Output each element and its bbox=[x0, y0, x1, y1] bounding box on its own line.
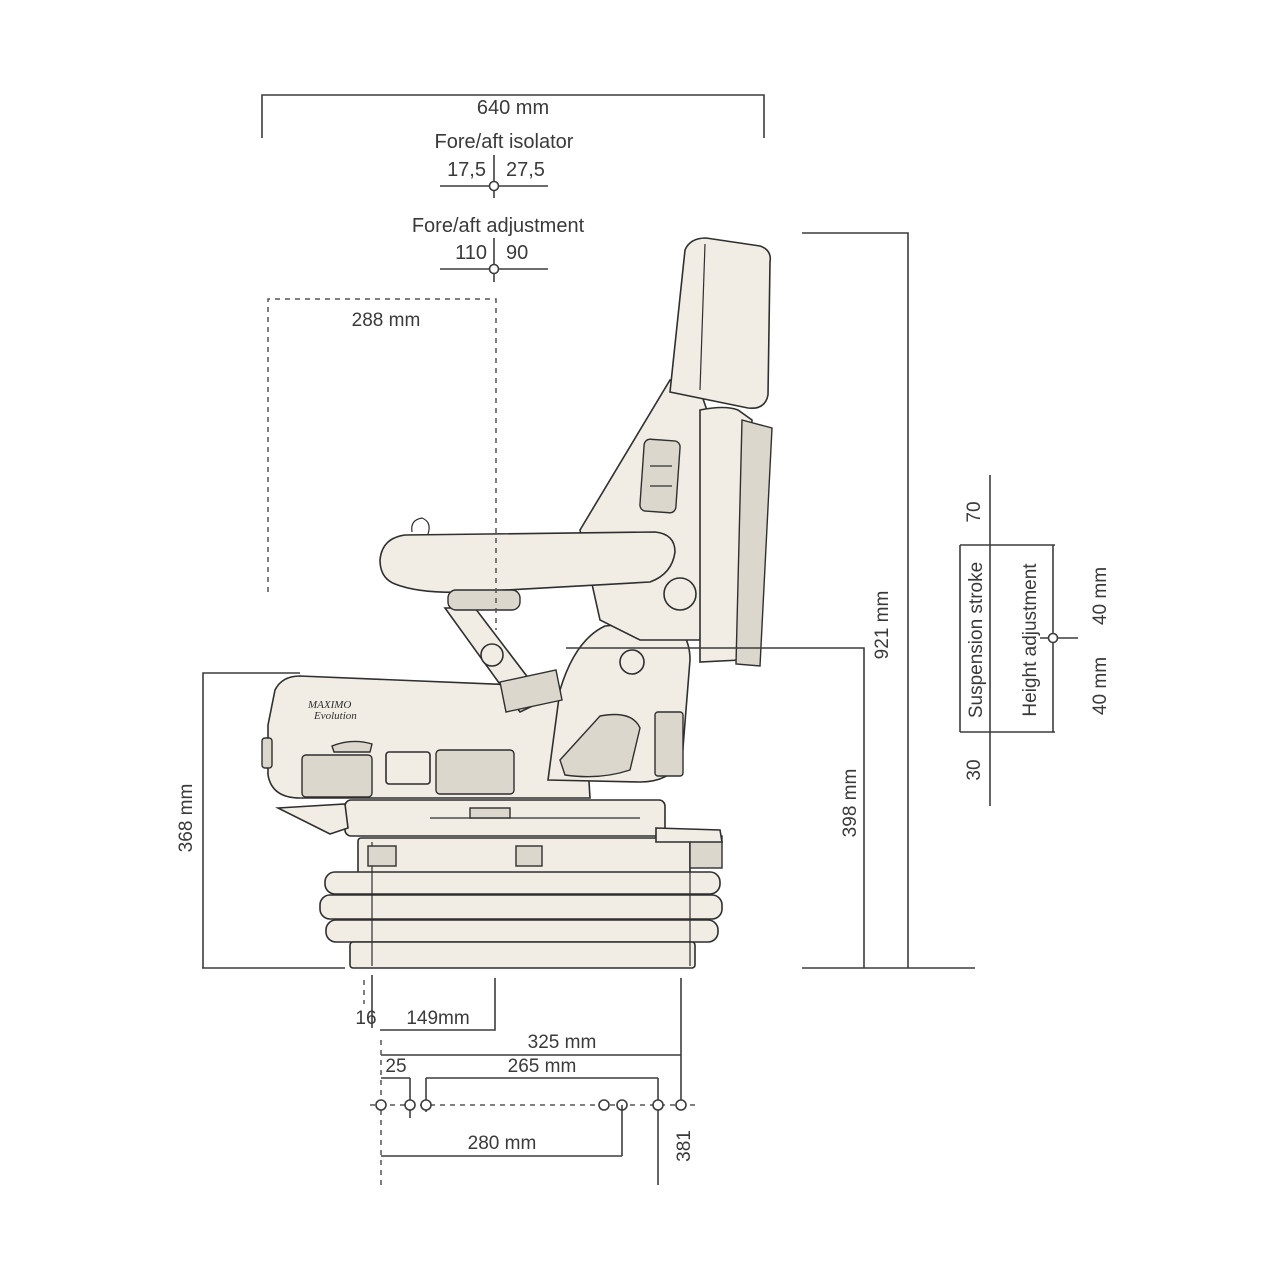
stroke-bottom-label: 30 bbox=[964, 759, 985, 780]
total-height-label: 921 mm bbox=[872, 591, 893, 660]
suspension-bellows bbox=[319, 835, 723, 969]
seat-illustration: MAXIMO Evolution bbox=[261, 237, 773, 969]
adjustment-title: Fore/aft adjustment bbox=[412, 215, 585, 237]
isolator-right: 27,5 bbox=[506, 159, 545, 181]
offset-149-label: 149mm bbox=[406, 1008, 469, 1029]
scissor-arm bbox=[443, 607, 563, 714]
slide-rail bbox=[274, 799, 723, 843]
height-adjustment-dimension: Height adjustment 40 mm 40 mm bbox=[1020, 545, 1111, 732]
adjustment-right: 90 bbox=[506, 242, 528, 264]
base-width-dimension: 325 mm bbox=[381, 978, 682, 1110]
base-265-label: 265 mm bbox=[508, 1056, 577, 1077]
base-325-label: 325 mm bbox=[528, 1032, 597, 1053]
suspension-stroke-dimension: 70 30 Suspension stroke bbox=[959, 475, 1055, 806]
base-280-label: 280 mm bbox=[468, 1133, 537, 1154]
isolator-left: 17,5 bbox=[447, 159, 486, 181]
adjustment-left: 110 bbox=[455, 242, 487, 264]
adjust-down-label: 40 mm bbox=[1090, 657, 1111, 715]
seat-height-label: 398 mm bbox=[840, 769, 861, 838]
logo-evolution: Evolution bbox=[313, 710, 357, 722]
seat-height-dimension: 398 mm bbox=[566, 647, 865, 968]
offset-dimensions: 16 149mm bbox=[355, 975, 496, 1031]
armrest bbox=[379, 517, 676, 611]
height-adjustment-label: Height adjustment bbox=[1020, 563, 1041, 717]
armrest-width-dimension: 288 mm bbox=[267, 298, 497, 630]
adjustment-dimension: Fore/aft adjustment 110 90 bbox=[412, 215, 585, 282]
total-height-dimension: 921 mm bbox=[802, 232, 909, 968]
armrest-width-label: 288 mm bbox=[352, 310, 421, 331]
stroke-top-label: 70 bbox=[964, 501, 985, 522]
width-label: 640 mm bbox=[477, 97, 549, 119]
front-height-dimension: 368 mm bbox=[176, 672, 300, 968]
logo-maximo: MAXIMO bbox=[307, 699, 351, 711]
headrest bbox=[669, 237, 772, 410]
backrest bbox=[579, 379, 773, 667]
suspension-stroke-label: Suspension stroke bbox=[966, 562, 987, 718]
bolt-pattern: 25 265 mm 280 mm 381 bbox=[370, 1040, 700, 1185]
isolator-dimension: Fore/aft isolator 17,5 27,5 bbox=[435, 131, 574, 198]
adjust-up-label: 40 mm bbox=[1090, 567, 1111, 625]
front-height-label: 368 mm bbox=[176, 784, 197, 853]
width-dimension: 640 mm bbox=[261, 94, 765, 138]
side-cover bbox=[547, 619, 691, 783]
isolator-title: Fore/aft isolator bbox=[435, 131, 574, 153]
base-381-label: 381 bbox=[674, 1130, 695, 1162]
base-25-label: 25 bbox=[385, 1056, 406, 1077]
offset-16-label: 16 bbox=[355, 1008, 376, 1029]
